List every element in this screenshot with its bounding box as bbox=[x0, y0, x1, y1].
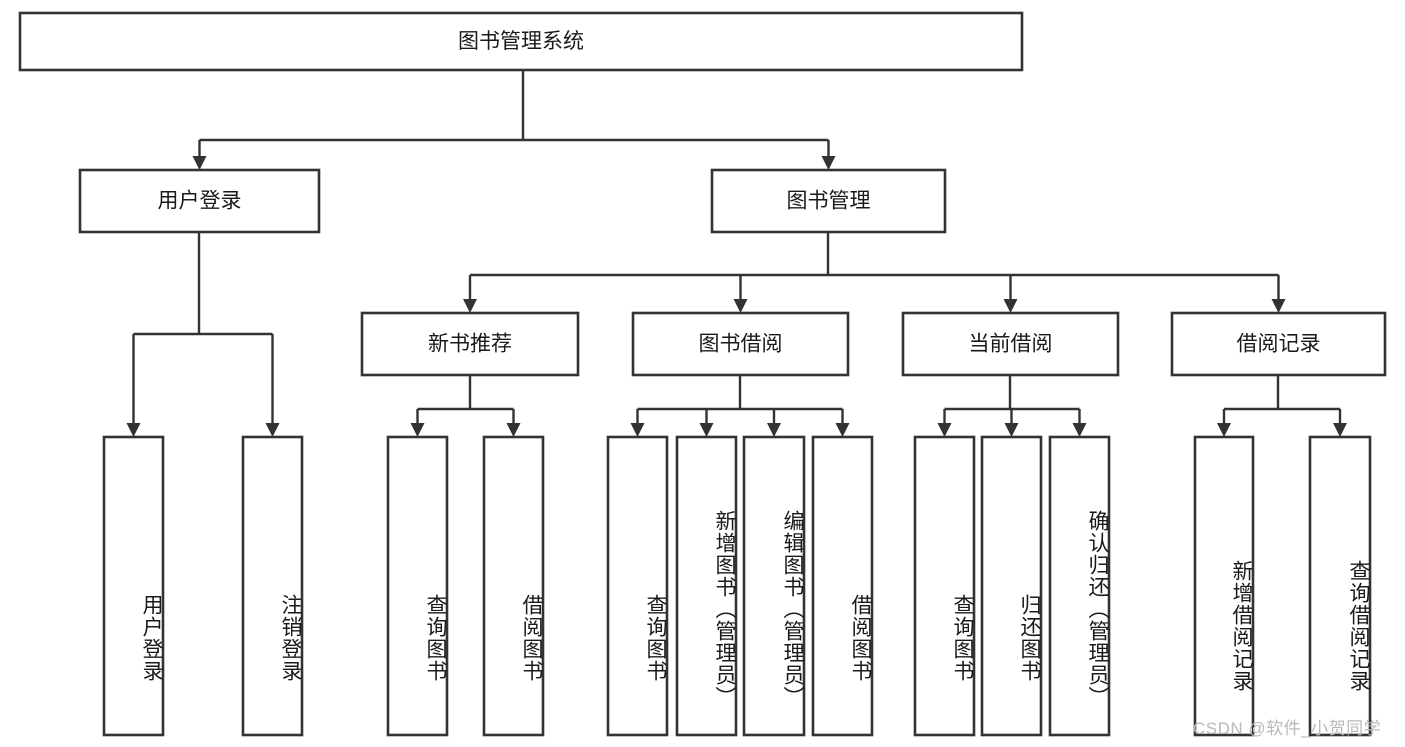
node-label-book-management: 图书管理 bbox=[787, 190, 871, 213]
arrowhead-leaf-logout bbox=[265, 423, 280, 437]
node-box-leaf-edit-book-admin[interactable] bbox=[742, 435, 806, 737]
arrowhead-borrow-record bbox=[1271, 299, 1286, 313]
node-label-current-borrow: 当前借阅 bbox=[969, 333, 1053, 356]
node-box-root[interactable] bbox=[18, 11, 1024, 72]
node-box-leaf-query-book-current[interactable] bbox=[913, 435, 976, 737]
node-box-user-login[interactable] bbox=[78, 168, 321, 234]
arrowhead-leaf-borrow-book-recommend bbox=[506, 423, 521, 437]
node-label-borrow-record: 借阅记录 bbox=[1237, 333, 1321, 356]
boxes-layer bbox=[18, 11, 1387, 737]
arrowhead-leaf-borrow-book bbox=[835, 423, 850, 437]
arrowhead-leaf-query-book-borrow bbox=[630, 423, 645, 437]
node-box-leaf-add-book-admin[interactable] bbox=[675, 435, 738, 737]
node-box-leaf-user-login[interactable] bbox=[102, 435, 165, 737]
arrowhead-book-management bbox=[821, 156, 836, 170]
node-box-leaf-query-borrow-record[interactable] bbox=[1308, 435, 1372, 737]
node-label-new-book-recommend: 新书推荐 bbox=[428, 333, 512, 356]
node-box-borrow-record[interactable] bbox=[1170, 311, 1387, 377]
arrowhead-user-login bbox=[192, 156, 207, 170]
node-box-book-borrow[interactable] bbox=[631, 311, 850, 377]
arrowhead-leaf-query-book-recommend bbox=[410, 423, 425, 437]
edges-layer bbox=[126, 70, 1347, 437]
node-label-root: 图书管理系统 bbox=[458, 30, 584, 53]
arrowhead-leaf-return-book bbox=[1004, 423, 1019, 437]
arrowhead-leaf-query-borrow-record bbox=[1333, 423, 1347, 437]
node-label-book-borrow: 图书借阅 bbox=[699, 333, 783, 356]
node-box-current-borrow[interactable] bbox=[901, 311, 1120, 377]
node-box-leaf-add-borrow-record[interactable] bbox=[1193, 435, 1255, 737]
arrowhead-leaf-query-book-current bbox=[937, 423, 952, 437]
arrowhead-current-borrow bbox=[1003, 299, 1018, 313]
arrowhead-leaf-add-borrow-record bbox=[1217, 423, 1231, 437]
arrowhead-new-book-recommend bbox=[463, 299, 477, 313]
node-box-leaf-return-book[interactable] bbox=[980, 435, 1043, 737]
node-label-user-login: 用户登录 bbox=[158, 190, 242, 213]
node-box-leaf-query-book-borrow[interactable] bbox=[606, 435, 669, 737]
arrowhead-leaf-user-login bbox=[126, 423, 141, 437]
arrowhead-book-borrow bbox=[733, 299, 748, 313]
node-box-leaf-logout[interactable] bbox=[241, 435, 304, 737]
arrowhead-leaf-edit-book-admin bbox=[767, 423, 781, 437]
csdn-watermark: CSDN @软件_小贺同学 bbox=[1193, 719, 1382, 738]
node-box-leaf-query-book-recommend[interactable] bbox=[386, 435, 449, 737]
node-box-leaf-borrow-book[interactable] bbox=[811, 435, 874, 737]
arrowhead-leaf-confirm-return-admin bbox=[1072, 423, 1087, 437]
node-box-book-management[interactable] bbox=[710, 168, 947, 234]
node-box-leaf-confirm-return-admin[interactable] bbox=[1048, 435, 1111, 737]
arrowhead-leaf-add-book-admin bbox=[699, 423, 714, 437]
node-box-new-book-recommend[interactable] bbox=[360, 311, 580, 377]
node-box-leaf-borrow-book-recommend[interactable] bbox=[482, 435, 545, 737]
